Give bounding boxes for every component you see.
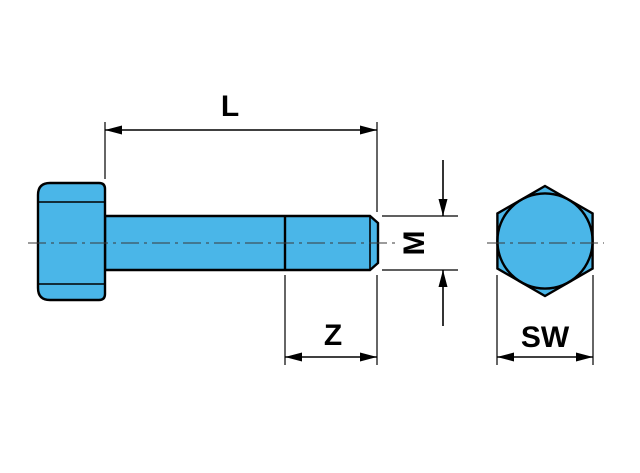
dim-label-thread-size: M (398, 231, 431, 256)
dim-label-thread-length: Z (324, 319, 342, 352)
dim-label-width-across-flats: SW (521, 321, 570, 354)
dim-sw-arrow-right (576, 352, 593, 362)
dim-z-arrow-left (285, 352, 302, 362)
dim-l-arrow-right (360, 125, 377, 135)
bolt-head (36, 181, 107, 302)
dim-l-arrow-left (105, 125, 122, 135)
bolt-head-chamfer-circle (496, 192, 594, 290)
bolt-head-end-view-hexagon (496, 184, 594, 298)
dim-m-arrow-bottom (438, 270, 448, 287)
dim-label-length: L (221, 90, 239, 123)
dim-m-arrow-top (438, 199, 448, 216)
dim-sw-arrow-left (497, 352, 514, 362)
dim-z-arrow-right (360, 352, 377, 362)
